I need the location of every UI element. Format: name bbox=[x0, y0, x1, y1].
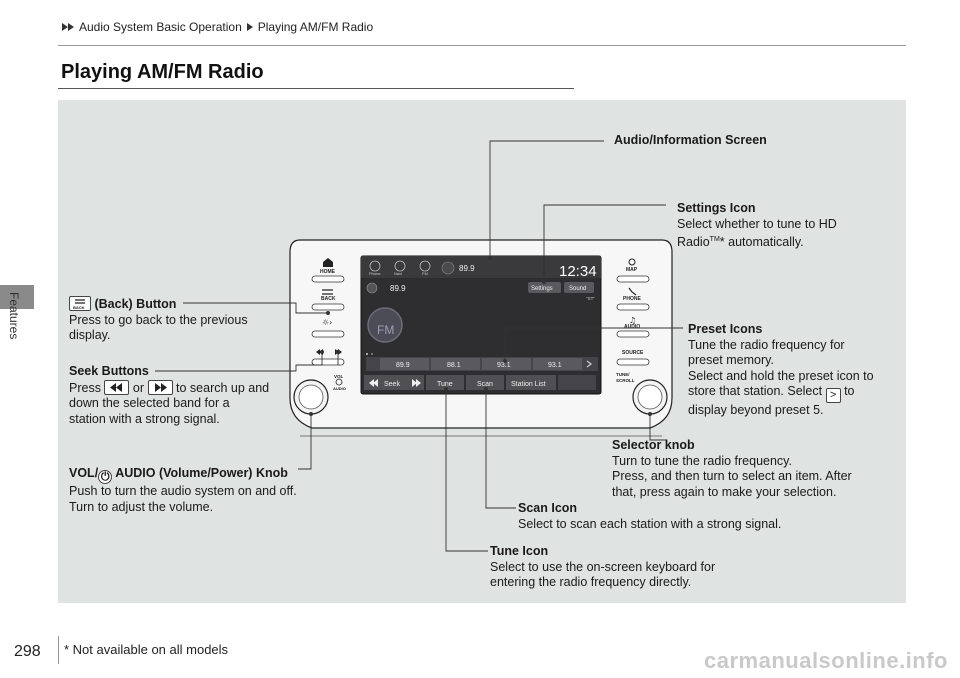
annot-scan-icon: Scan Icon Select to scan each station wi… bbox=[518, 501, 782, 531]
page-title: Playing AM/FM Radio bbox=[61, 61, 264, 83]
annot-title: Selector knob bbox=[612, 438, 695, 452]
radio-icon bbox=[441, 261, 455, 275]
annot-vol-knob: VOL/⏻ AUDIO (Volume/Power) Knob Push to … bbox=[69, 466, 297, 514]
sound-label: Sound bbox=[569, 286, 586, 292]
annot-title: Tune Icon bbox=[490, 544, 549, 558]
breadcrumb: Audio System Basic Operation Playing AM/… bbox=[62, 20, 373, 34]
breadcrumb-arrow-icon bbox=[246, 23, 253, 31]
annot-settings-icon: Settings Icon Select whether to tune to … bbox=[677, 201, 837, 250]
tune-scroll-label: TUNE/ bbox=[616, 372, 630, 377]
preset-item bbox=[533, 358, 582, 370]
leader-lines bbox=[155, 140, 683, 552]
top-icon-label: Navi bbox=[394, 271, 402, 276]
annot-title: Scan Icon bbox=[518, 501, 578, 515]
annot-audio-screen: Audio/Information Screen bbox=[614, 133, 767, 149]
page-number: 298 bbox=[14, 643, 41, 660]
scan-label: Scan bbox=[477, 381, 493, 388]
preset-label: 88.1 bbox=[447, 362, 461, 369]
svg-text:BACK: BACK bbox=[73, 305, 85, 310]
hd-icon bbox=[366, 282, 378, 294]
preset-item bbox=[431, 358, 480, 370]
vol-label: VOL bbox=[334, 374, 344, 379]
home-button: HOME bbox=[311, 258, 345, 283]
station-list-button bbox=[506, 375, 556, 390]
audio-button: ♫ AUDIO bbox=[616, 316, 650, 338]
vol-audio-label: AUDIO bbox=[333, 386, 346, 391]
watermark: carmanualsonline.info bbox=[704, 648, 948, 673]
preset-next-icon bbox=[586, 360, 592, 368]
fm-band-badge bbox=[367, 307, 403, 343]
svg-text:♫: ♫ bbox=[629, 316, 636, 325]
annot-title: VOL/⏻ AUDIO (Volume/Power) Knob bbox=[69, 466, 288, 484]
side-tab-marker bbox=[0, 285, 34, 309]
annot-title: Preset Icons bbox=[688, 322, 763, 336]
status-frequency: 89.9 bbox=[459, 264, 475, 273]
header-rule bbox=[58, 45, 906, 46]
map-label: MAP bbox=[626, 267, 638, 273]
footnote: * Not available on all models bbox=[64, 642, 229, 657]
home-label: HOME bbox=[320, 269, 336, 275]
phone-icon bbox=[369, 260, 381, 272]
preset-label: 93.1 bbox=[497, 362, 511, 369]
tune-label: Tune bbox=[437, 381, 453, 388]
settings-button bbox=[528, 282, 561, 293]
preset-item bbox=[380, 358, 429, 370]
breadcrumb-part2[interactable]: Playing AM/FM Radio bbox=[257, 20, 374, 34]
map-button: MAP bbox=[616, 258, 650, 283]
sound-button bbox=[564, 282, 594, 293]
audio-label: AUDIO bbox=[624, 324, 640, 330]
seek-label: Seek bbox=[384, 381, 400, 388]
power-icon: ⏻ bbox=[98, 470, 113, 484]
navi-icon bbox=[394, 260, 406, 272]
seek-forward-icon bbox=[147, 379, 173, 395]
band-label: FM bbox=[377, 323, 394, 337]
seek-back-icon bbox=[104, 379, 130, 395]
breadcrumb-arrow-icon bbox=[62, 23, 74, 31]
next-arrow-icon: > bbox=[825, 388, 841, 403]
station-frequency: 89.9 bbox=[390, 284, 406, 293]
breadcrumb-part1[interactable]: Audio System Basic Operation bbox=[79, 20, 242, 34]
footnote-divider bbox=[58, 636, 59, 664]
annot-tune-icon: Tune Icon Select to use the on-screen ke… bbox=[490, 544, 716, 589]
annot-title: Seek Buttons bbox=[69, 364, 149, 378]
title-rule bbox=[58, 88, 574, 89]
annot-selector-knob: Selector knob Turn to tune the radio fre… bbox=[612, 438, 852, 499]
svg-text:☼›: ☼› bbox=[322, 318, 332, 327]
scan-button bbox=[466, 375, 504, 390]
source-button: SOURCE bbox=[616, 350, 650, 366]
preset-label: 89.9 bbox=[396, 362, 410, 369]
annot-back-button: BACK (Back) Button Press to go back to t… bbox=[69, 296, 248, 342]
leader-dots bbox=[309, 256, 652, 416]
annot-title: Settings Icon bbox=[677, 201, 756, 215]
source-label: SOURCE bbox=[622, 350, 644, 356]
preset-item bbox=[482, 358, 531, 370]
seek-back-icon bbox=[369, 379, 378, 387]
phone-button: PHONE bbox=[616, 287, 650, 311]
preset-label: 93.1 bbox=[548, 362, 562, 369]
seek-forward-icon bbox=[412, 379, 421, 387]
phone-label: PHONE bbox=[623, 296, 641, 302]
st-label: "ST" bbox=[586, 296, 595, 301]
top-icon-label: Phone bbox=[369, 271, 381, 276]
fm-icon bbox=[419, 260, 431, 272]
top-icon-label: FM bbox=[422, 271, 428, 276]
annot-seek-buttons: Seek Buttons Press or to search up and d… bbox=[69, 364, 270, 426]
power-icon bbox=[335, 378, 343, 386]
settings-label: Settings bbox=[531, 286, 553, 292]
brightness-button: ☼› bbox=[311, 318, 345, 338]
back-button: BACK bbox=[311, 289, 345, 311]
clock: 12:34 bbox=[559, 263, 597, 280]
back-icon: BACK bbox=[69, 296, 91, 311]
annot-title: BACK (Back) Button bbox=[69, 296, 248, 313]
back-label: BACK bbox=[321, 296, 336, 302]
tune-scroll-label: SCROLL bbox=[616, 378, 635, 383]
tune-button bbox=[426, 375, 464, 390]
annot-title: Audio/Information Screen bbox=[614, 133, 767, 147]
annot-preset-icons: Preset Icons Tune the radio frequency fo… bbox=[688, 322, 874, 417]
station-list-label: Station List bbox=[511, 381, 546, 388]
